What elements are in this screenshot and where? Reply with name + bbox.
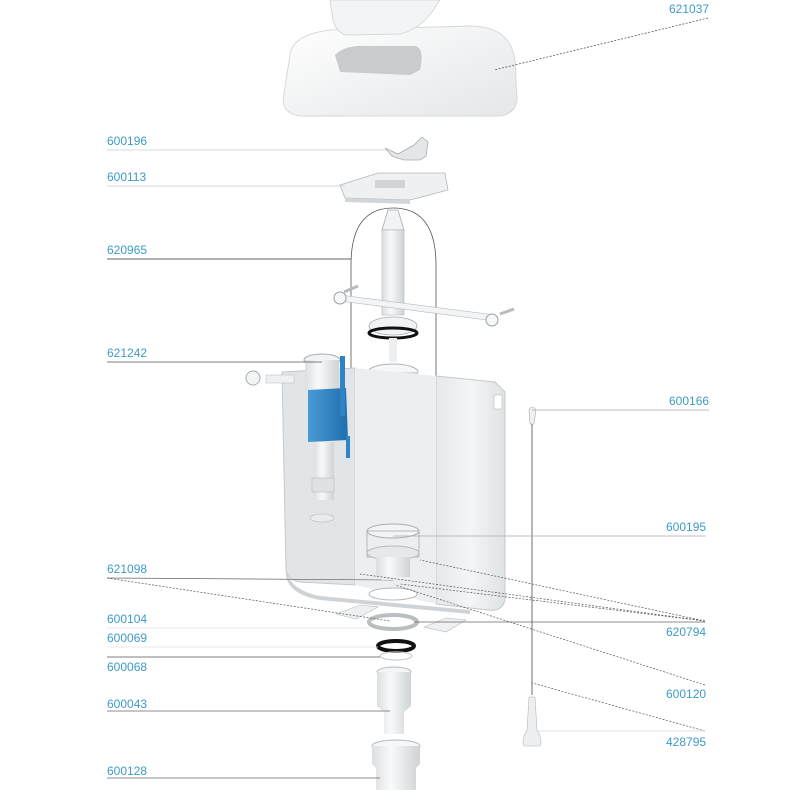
label-621242: 621242 xyxy=(107,346,148,360)
label-600113: 600113 xyxy=(107,170,147,184)
pads-part xyxy=(334,604,467,633)
label-600196: 600196 xyxy=(107,134,148,148)
seal-ring-part xyxy=(376,639,416,653)
label-600120: 600120 xyxy=(666,687,707,701)
pull-cord-part xyxy=(522,406,542,747)
label-600068: 600068 xyxy=(107,660,148,674)
label-600195: 600195 xyxy=(666,520,707,534)
label-600128: 600128 xyxy=(107,764,148,778)
label-600069: 600069 xyxy=(107,631,148,645)
label-600104: 600104 xyxy=(107,612,148,626)
pipe-connector-part xyxy=(371,739,421,790)
reducer-pipe-part xyxy=(376,666,412,734)
label-621098: 621098 xyxy=(107,562,148,576)
bracket-clip-part xyxy=(384,136,429,161)
fill-valve-part xyxy=(245,353,350,523)
mounting-plate-part xyxy=(339,172,449,204)
cover-part xyxy=(282,0,518,117)
lock-nut-part xyxy=(367,613,419,631)
valve-cage-part xyxy=(366,523,420,577)
label-620965: 620965 xyxy=(107,243,148,257)
label-600166: 600166 xyxy=(669,394,710,408)
label-621037: 621037 xyxy=(669,2,710,16)
leader-lines xyxy=(106,17,709,779)
label-600043: 600043 xyxy=(107,697,148,711)
label-428795: 428795 xyxy=(666,735,707,749)
label-620794: 620794 xyxy=(666,625,707,639)
washer-part xyxy=(379,651,413,661)
